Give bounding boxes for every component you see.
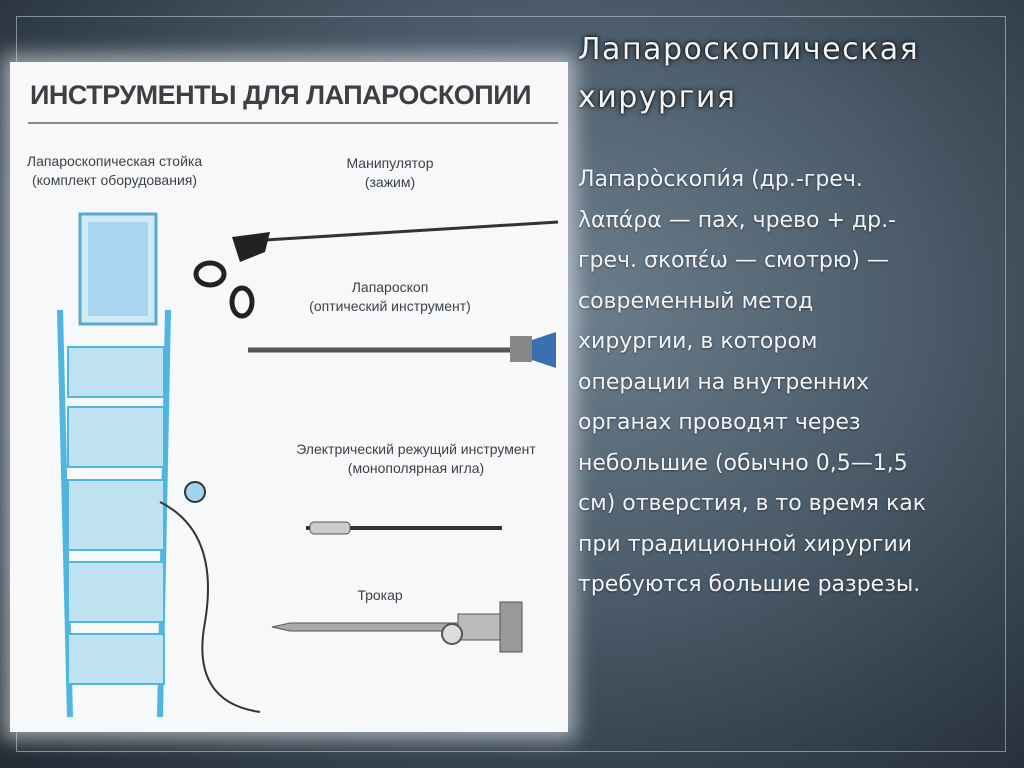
body-line: требуются большие разрезы.	[578, 572, 921, 597]
stand-label-line: Лапароскопическая стойка	[26, 153, 203, 169]
stand-camera-head	[184, 481, 206, 503]
trocar-head	[499, 601, 523, 653]
illustration-title: ИНСТРУМЕНТЫ ДЛЯ ЛАПАРОСКОПИИ	[30, 80, 532, 110]
laparoscope-label: Лапароскоп (оптический инструмент)	[280, 278, 500, 316]
body-line: Лапаро̀скопи́я (др.-греч.	[578, 167, 863, 192]
laparoscopic-stand-image	[57, 212, 261, 718]
manipulator-image	[193, 220, 559, 319]
electric-tool-label-line: (монополярная игла)	[347, 460, 485, 476]
stand-unit	[67, 561, 165, 623]
electric-tool-handle	[309, 521, 351, 535]
body-line: греч. σκοπέω — смотрю) —	[578, 248, 889, 273]
stand-label-line: (комплект оборудования)	[31, 172, 198, 188]
stand-label: Лапароскопическая стойка (комплект обору…	[12, 152, 217, 190]
stand-unit	[67, 633, 165, 685]
electric-tool-label: Электрический режущий инструмент (монопо…	[276, 440, 556, 478]
stand-unit	[67, 406, 165, 468]
illustration-divider	[28, 122, 558, 124]
trocar-label: Трокар	[340, 586, 420, 605]
manipulator-shaft	[264, 220, 559, 242]
stand-unit	[67, 346, 165, 398]
body-line: см) отверстия, в то время как	[578, 491, 927, 516]
trocar-label-line: Трокар	[357, 587, 403, 603]
body-line: небольшие (обычно 0,5—1,5	[578, 450, 908, 476]
stand-monitor-screen	[88, 222, 148, 316]
laparoscope-eyepiece	[532, 332, 556, 368]
slide-title-line: хирургия	[578, 80, 737, 115]
laparoscope-label-line: Лапароскоп	[351, 279, 429, 295]
body-line: органах проводят через	[578, 410, 861, 435]
manipulator-label: Манипулятор (зажим)	[315, 154, 465, 192]
trocar-valve	[441, 623, 463, 645]
stand-unit	[67, 479, 165, 551]
trocar-image	[271, 601, 523, 653]
trocar-shaft	[271, 622, 459, 632]
body-line: современный метод	[578, 288, 814, 314]
trocar-body	[457, 613, 501, 641]
electric-tool-label-line: Электрический режущий инструмент	[296, 441, 536, 457]
body-line: операции на внутренних	[578, 369, 870, 395]
slide-title-line: Лапароскопическая	[578, 32, 920, 67]
laparoscope-label-line: (оптический инструмент)	[309, 298, 471, 314]
body-line: λαπάρα — пах, чрево + др.-	[578, 207, 897, 233]
laparoscope-image	[248, 332, 556, 368]
manipulator-label-line: (зажим)	[364, 174, 416, 190]
stand-cable	[159, 501, 261, 713]
instruments-drawing	[57, 212, 559, 718]
instruments-illustration: ИНСТРУМЕНТЫ ДЛЯ ЛАПАРОСКОПИИ Лапароскопи…	[10, 62, 568, 732]
body-line: при традиционной хирургии	[578, 531, 913, 557]
electric-tool-image	[306, 521, 502, 535]
manipulator-ring	[229, 285, 255, 319]
laparoscope-body	[510, 336, 532, 362]
slide-title: Лапароскопическая хирургия	[578, 26, 998, 122]
body-line: хирургии, в котором	[578, 329, 818, 354]
manipulator-body	[232, 232, 270, 262]
manipulator-ring	[193, 260, 227, 288]
slide-body-text: Лапаро̀скопи́я (др.-греч. λαπάρα — пах, …	[578, 160, 1014, 606]
manipulator-label-line: Манипулятор	[346, 155, 434, 171]
